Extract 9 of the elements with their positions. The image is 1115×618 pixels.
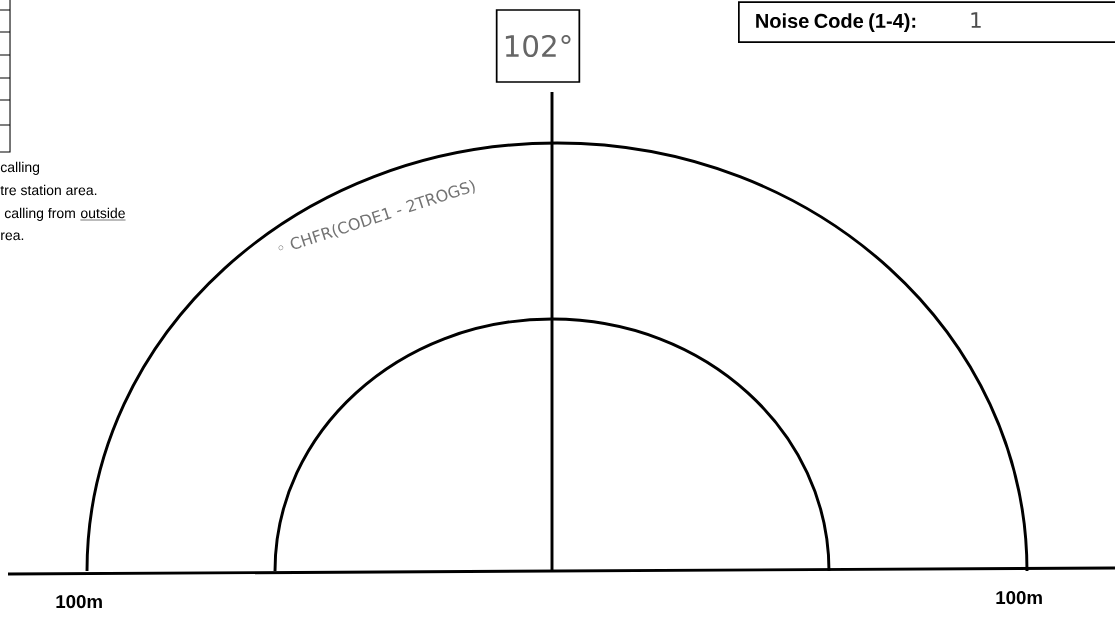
note-text: calling from — [4, 207, 75, 221]
note-text: calling — [0, 161, 40, 175]
distance-label: 100m — [56, 594, 102, 609]
distance-label: 100m — [996, 590, 1042, 605]
note-text: tre station area. — [0, 184, 97, 196]
note-text: rea. — [1, 232, 24, 241]
form-field-box: Noise Code (1-4): 1 — [738, 1, 1115, 43]
angle-box: 102° — [495, 9, 581, 83]
note-text: outside — [80, 207, 126, 221]
